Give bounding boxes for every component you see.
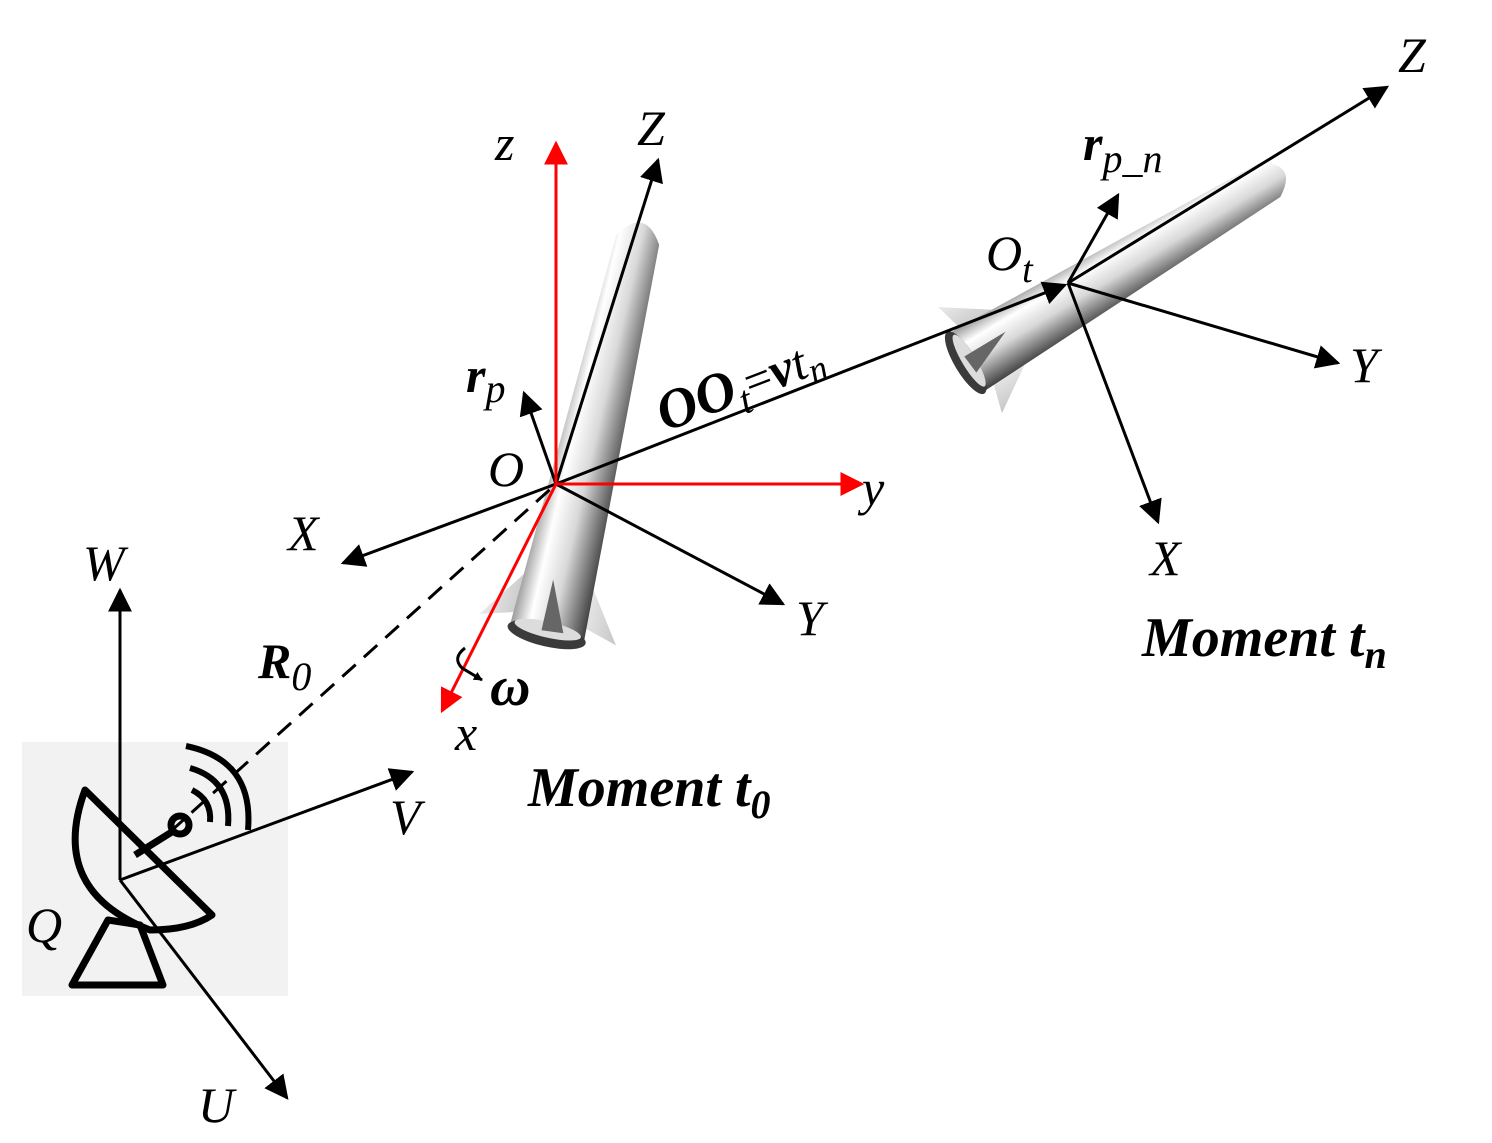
missile-tn	[938, 162, 1287, 414]
label-rpn: rp_n	[1083, 115, 1162, 181]
rpn-vector	[1066, 192, 1120, 284]
missile-icon	[479, 222, 660, 650]
label-t0-z: z	[494, 115, 514, 171]
frame-t0	[340, 140, 1068, 714]
label-tn-Ot: Ot	[986, 225, 1034, 291]
label-tn-Y: Y	[1350, 337, 1383, 393]
label-tn-X: X	[1148, 530, 1183, 586]
radar-axes	[108, 482, 558, 1100]
missile-icon	[938, 162, 1287, 414]
radar-U-axis	[118, 879, 289, 1100]
radar-station	[22, 742, 288, 996]
label-OOt-group: OOt=vtn	[647, 324, 835, 452]
label-t0-x: x	[454, 705, 477, 761]
label-tn-Z: Z	[1398, 27, 1427, 83]
t0-X-axis	[340, 482, 557, 567]
t0-x-axis	[440, 483, 558, 714]
t0-Z-axis	[554, 157, 663, 485]
rp-vector	[519, 390, 558, 485]
label-OOt: OOt=vtn	[647, 324, 835, 452]
label-t0-Y: Y	[796, 590, 829, 646]
label-radar-W: W	[83, 535, 129, 591]
missile-t0	[479, 222, 660, 650]
label-t0-O: O	[488, 441, 524, 497]
tn-Z-axis	[1067, 85, 1390, 285]
caption-moment-t0: Moment t0	[527, 757, 770, 827]
label-t0-Z: Z	[637, 100, 666, 156]
label-t0-y: y	[857, 460, 885, 516]
frame-tn	[1066, 85, 1390, 525]
OOt-vector	[555, 281, 1068, 486]
caption-moment-tn: Moment tn	[1141, 607, 1387, 677]
radar-dish-icon	[68, 743, 252, 989]
label-R0: R0	[257, 633, 311, 699]
label-rp: rp	[466, 347, 505, 411]
label-t0-X: X	[286, 505, 321, 561]
t0-Y-axis	[555, 482, 786, 606]
tn-Y-axis	[1067, 281, 1341, 369]
label-omega: ω	[490, 656, 531, 718]
label-radar-U: U	[198, 1077, 237, 1133]
radar-V-axis	[119, 768, 415, 882]
label-radar-V: V	[390, 789, 426, 845]
tn-X-axis	[1066, 282, 1162, 525]
omega-rotation-arc	[456, 646, 483, 682]
label-radar-Q: Q	[26, 897, 62, 953]
